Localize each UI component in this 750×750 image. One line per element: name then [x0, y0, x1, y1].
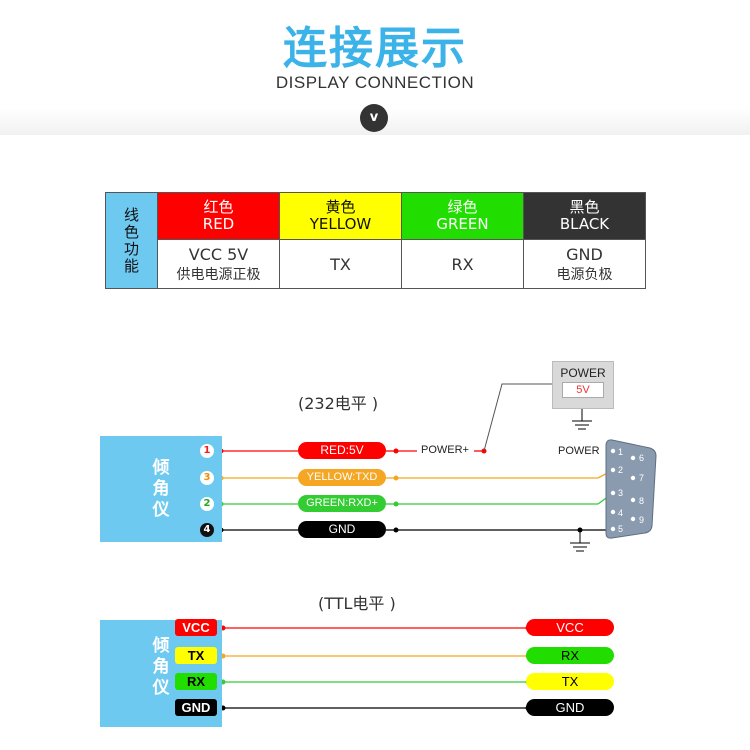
ttl-left-gnd: GND — [175, 699, 217, 716]
chevron-down-icon[interactable]: v — [360, 104, 388, 132]
ttl-section-label: (TTL电平 ) — [318, 594, 396, 613]
rs232-section-label: (232电平 ) — [298, 394, 379, 413]
power-feed-line — [483, 383, 552, 452]
wire-label-red: RED:5V — [298, 442, 386, 459]
function-green: RX — [401, 239, 524, 289]
pin-number-3: 3 — [200, 471, 214, 485]
power-supply-value: 5V — [562, 382, 604, 398]
wire-label-green: GREEN:RXD+ — [298, 495, 386, 512]
power-supply-box: POWER 5V — [552, 361, 614, 409]
db9-pin-8: 8 — [639, 496, 645, 506]
page-subtitle: DISPLAY CONNECTION — [275, 73, 475, 92]
db9-pin-hole — [610, 509, 616, 515]
db9-pin-1: 1 — [618, 447, 624, 457]
db9-pin-hole — [610, 467, 616, 473]
db9-pin-4: 4 — [618, 508, 624, 518]
ttl-right-rx: RX — [526, 647, 614, 664]
power-supply-title: POWER — [560, 366, 606, 380]
db9-pin-hole — [630, 516, 636, 522]
db9-pin-hole — [610, 490, 616, 496]
ttl-left-vcc: VCC — [175, 619, 217, 636]
db9-pin-hole — [630, 475, 636, 481]
db9-pin-2: 2 — [618, 465, 624, 475]
ttl-right-vcc: VCC — [526, 619, 614, 636]
ttl-left-rx: RX — [175, 673, 217, 690]
db9-pin-hole — [610, 448, 616, 454]
connector-power-label: POWER — [558, 445, 600, 457]
ttl-left-tx: TX — [175, 647, 217, 664]
pin-number-2: 2 — [200, 497, 214, 511]
db9-pin-7: 7 — [639, 473, 645, 483]
db9-pin-hole — [630, 497, 636, 503]
ttl-right-tx: TX — [526, 673, 614, 690]
db9-pin-hole — [630, 455, 636, 461]
wire-label-yellow: YELLOW:TXD — [298, 469, 386, 486]
wire-function-label: 线 色 功 能 — [105, 192, 158, 289]
page-title: 连接展示 — [283, 23, 467, 74]
db9-pin-9: 9 — [639, 515, 645, 525]
power-plus-label: POWER+ — [421, 444, 469, 456]
ttl-right-gnd: GND — [526, 699, 614, 716]
function-yellow: TX — [279, 239, 402, 289]
db9-pin-5: 5 — [618, 524, 624, 534]
db9-pin-hole — [610, 526, 616, 532]
pin-number-1: 1 — [200, 444, 214, 458]
pin-number-4: 4 — [200, 523, 214, 537]
db9-pin-3: 3 — [618, 488, 624, 498]
wire-label-black: GND — [298, 521, 386, 538]
db9-pin-6: 6 — [639, 453, 645, 463]
db9-connector — [605, 439, 657, 539]
